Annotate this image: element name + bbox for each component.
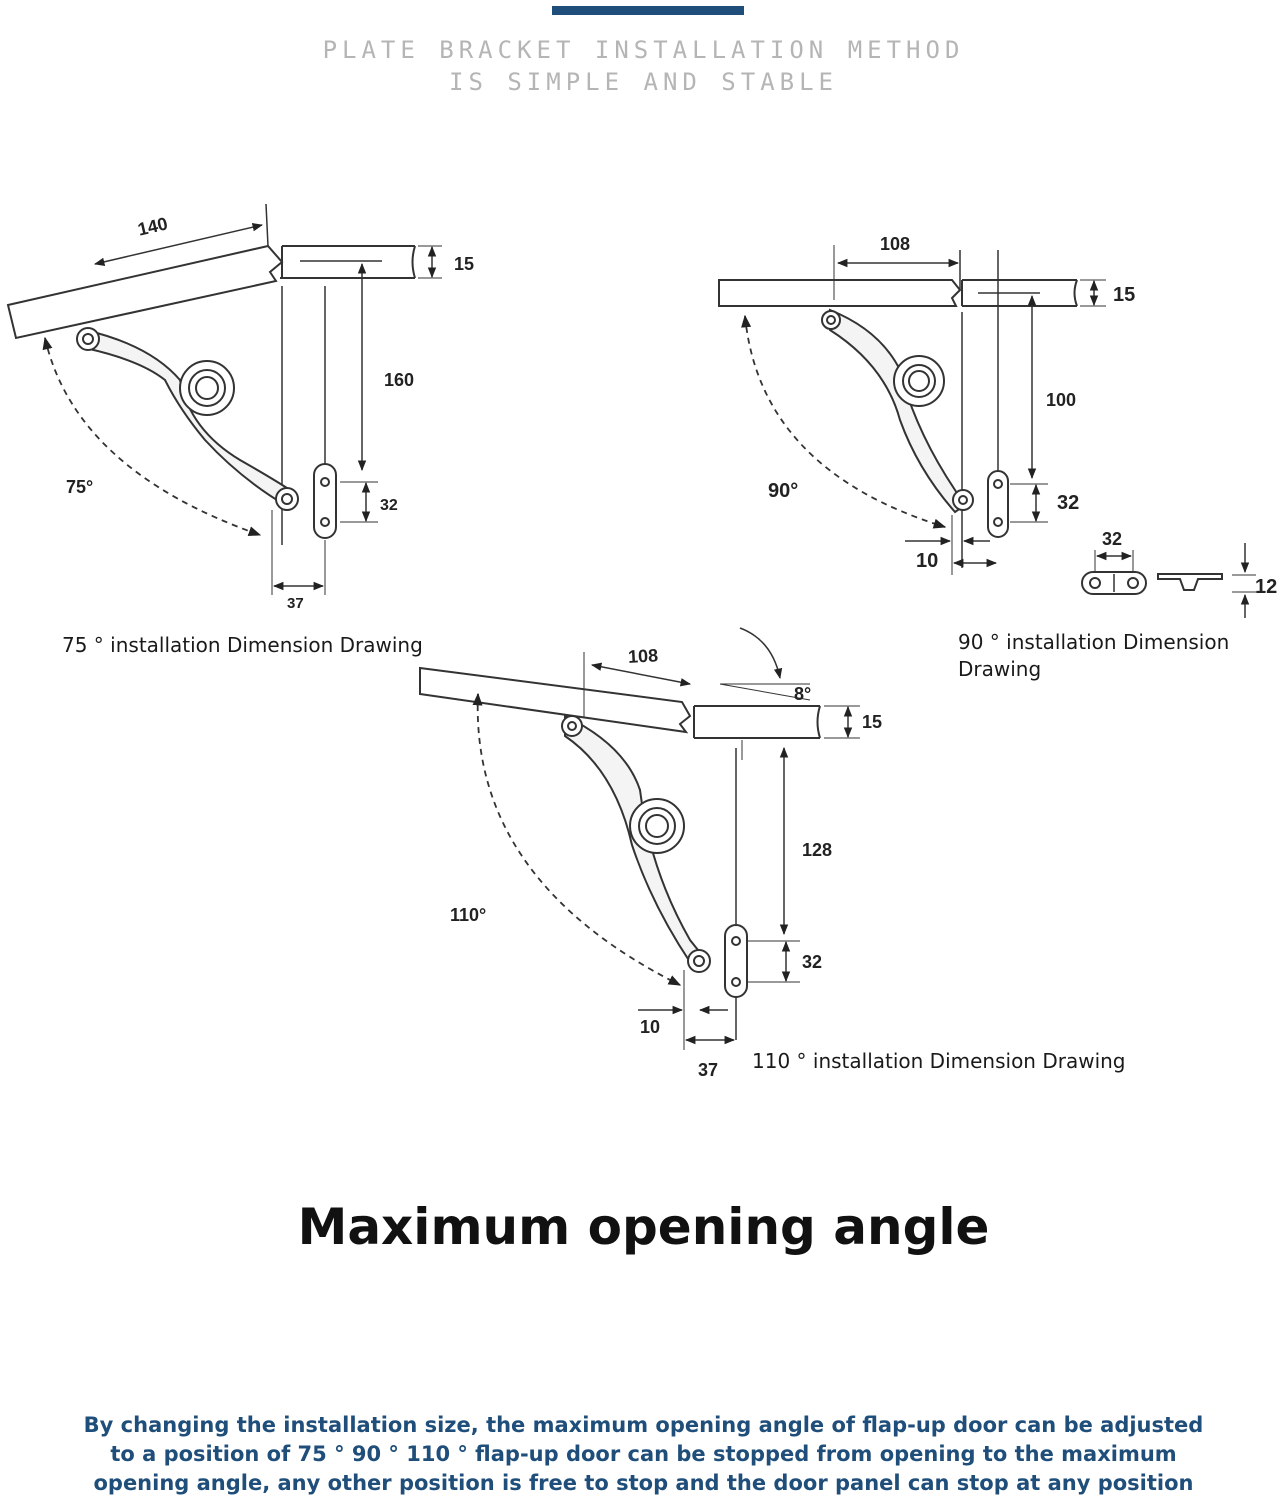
drawing-75 [6,203,442,595]
dim-height-90: 100 [1046,390,1076,410]
dim-plate-90: 32 [1057,492,1079,514]
dim-gap-110: 10 [640,1017,660,1037]
plate-detail-side [1157,573,1223,591]
angle-110: 110° [450,905,486,925]
dim-plate-110: 32 [802,952,822,972]
hinge-arm-75 [84,328,292,507]
dims-75: 140 15 160 32 37 75° [66,213,474,612]
dim-thickness-75: 15 [454,254,474,274]
main-title: Maximum opening angle [297,1198,990,1256]
flap-door-panel-110 [419,666,692,734]
header-line-2: IS SIMPLE AND STABLE [449,68,838,96]
flap-door-panel-90 [718,279,962,307]
drawing-90 [718,245,1256,618]
dim-panel-110: 108 [627,645,658,667]
dim-offset-110: 37 [698,1060,718,1080]
dim-panel-75: 140 [136,213,170,239]
dim-plate-75: 32 [380,497,398,514]
installation-drawings: 140 15 160 32 37 75° [6,203,1277,1080]
dim-height-110: 128 [802,840,832,860]
cabinet-panel-90 [961,279,1077,307]
dim-thickness-110: 15 [862,712,882,732]
mounting-plate-90 [987,470,1009,538]
cabinet-panel-110 [693,705,820,739]
dim-height-75: 160 [384,370,414,390]
tilt-angle-110: 8° [794,684,811,704]
angle-75: 75° [66,477,93,497]
cabinet-panel-75 [280,245,415,279]
dim-plate-height-90: 12 [1255,576,1277,598]
mounting-plate-75 [313,463,337,539]
caption-110: 110 ° installation Dimension Drawing [752,1049,1126,1073]
dims-90: 108 15 100 32 10 32 12 90° [768,234,1277,598]
header-line-1: PLATE BRACKET INSTALLATION METHOD [322,36,965,64]
angle-90: 90° [768,480,798,502]
dim-offset-75: 37 [287,595,304,612]
drawing-110 [419,627,860,1050]
header-accent-bar [552,6,744,15]
dim-plate-width-90: 32 [1102,529,1122,549]
hinge-arm-90 [829,308,967,514]
description-text: By changing the installation size, the m… [83,1413,1204,1495]
dim-thickness-90: 15 [1113,284,1135,306]
mounting-plate-110 [724,924,748,998]
dims-110: 108 8° 15 128 32 10 37 110° [450,645,882,1080]
flap-door-panel-75 [6,244,284,340]
caption-90: 90 ° installation Dimension Drawing [958,630,1230,681]
dim-panel-90: 108 [880,234,910,254]
caption-75: 75 ° installation Dimension Drawing [62,633,423,657]
dim-gap-90: 10 [916,550,938,572]
